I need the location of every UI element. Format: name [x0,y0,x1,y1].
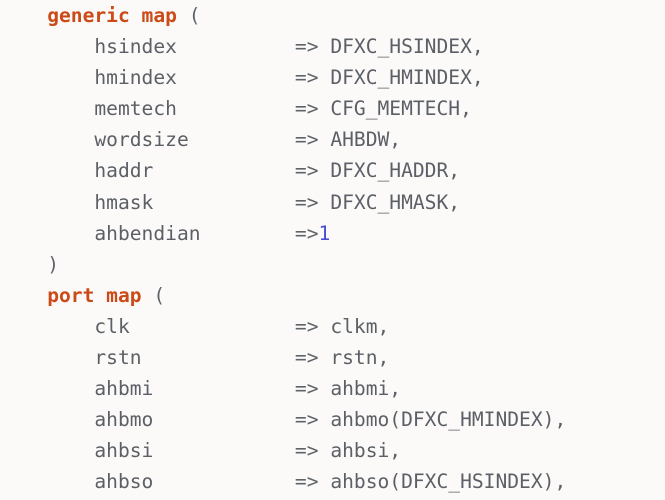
token-plain [153,159,295,182]
line-ahbmi[interactable]: ahbmi => ahbmi, [0,373,665,404]
token-ident: wordsize [94,128,189,152]
token-plain [0,191,94,214]
line-close-paren[interactable]: ) [0,249,665,280]
token-ident: rstn [94,346,142,370]
line-rstn[interactable]: rstn => rstn, [0,342,665,373]
token-value: AHBDW, [330,128,402,152]
token-plain [0,253,47,276]
token-plain [153,470,295,493]
line-hsindex[interactable]: hsindex => DFXC_HSINDEX, [0,31,665,62]
token-ident: ahbmo [94,408,154,432]
line-ahbendian[interactable]: ahbendian =>1 [0,218,665,249]
token-arrow: => [294,346,331,370]
token-arrow: => [294,377,331,401]
line-memtech[interactable]: memtech => CFG_MEMTECH, [0,93,665,124]
token-ident: ahbmi [94,377,154,401]
token-punct: ) [47,252,59,276]
token-plain [0,128,94,151]
token-plain [0,315,94,338]
token-ident: haddr [94,159,154,183]
token-arrow: => [294,439,331,463]
token-punct: ( [141,283,166,307]
token-plain [0,439,94,462]
token-value: DFXC_HMINDEX, [330,66,484,90]
token-ident: clk [94,314,130,338]
token-plain [0,35,94,58]
token-value: DFXC_HADDR, [330,159,461,183]
token-plain [0,66,94,89]
token-keyword: port map [47,283,142,307]
token-ident: hsindex [94,35,177,59]
token-keyword: generic map [47,4,177,27]
token-punct: ( [176,4,201,27]
token-value: DFXC_HSINDEX, [330,35,484,59]
token-plain [0,4,47,27]
line-wordsize[interactable]: wordsize => AHBDW, [0,124,665,155]
token-value: CFG_MEMTECH, [330,97,472,121]
token-arrow: => [294,470,331,494]
token-plain [0,284,47,307]
token-plain [0,97,94,120]
token-number: 1 [318,221,331,245]
line-hmask[interactable]: hmask => DFXC_HMASK, [0,187,665,218]
line-ahbsi[interactable]: ahbsi => ahbsi, [0,435,665,466]
token-plain [0,377,94,400]
token-plain [0,222,94,245]
token-plain [177,35,295,58]
token-value: ahbso(DFXC_HSINDEX), [330,470,567,494]
token-value: rstn, [330,346,390,370]
token-value: clkm, [330,314,390,338]
line-hmindex[interactable]: hmindex => DFXC_HMINDEX, [0,62,665,93]
token-plain [153,191,295,214]
token-value: ahbmo(DFXC_HMINDEX), [330,408,567,432]
token-value: ahbsi, [330,439,402,463]
token-arrow: => [294,190,331,214]
token-plain [142,346,295,369]
line-haddr[interactable]: haddr => DFXC_HADDR, [0,155,665,186]
token-arrow: => [294,408,331,432]
token-plain [177,66,295,89]
token-arrow: => [294,221,319,245]
token-plain [177,97,295,120]
token-plain [0,408,94,431]
token-arrow: => [294,159,331,183]
line-port-map[interactable]: port map ( [0,280,665,311]
line-generic-map[interactable]: generic map ( [0,0,665,31]
token-plain [189,128,295,151]
token-arrow: => [294,66,331,90]
token-plain [153,408,295,431]
token-plain [130,315,295,338]
token-ident: ahbso [94,470,154,494]
token-arrow: => [294,97,331,121]
token-ident: hmindex [94,66,177,90]
token-arrow: => [294,35,331,59]
token-value: DFXC_HMASK, [330,190,461,214]
token-ident: ahbendian [94,221,201,245]
token-ident: hmask [94,190,154,214]
token-ident: ahbsi [94,439,154,463]
token-value: ahbmi, [330,377,402,401]
token-plain [201,222,295,245]
line-ahbso[interactable]: ahbso => ahbso(DFXC_HSINDEX), [0,466,665,497]
line-clk[interactable]: clk => clkm, [0,311,665,342]
token-plain [153,439,295,462]
token-plain [0,159,94,182]
token-arrow: => [294,128,331,152]
token-ident: memtech [94,97,177,121]
token-arrow: => [294,314,331,338]
token-plain [0,346,94,369]
token-plain [0,470,94,493]
line-ahbmo[interactable]: ahbmo => ahbmo(DFXC_HMINDEX), [0,404,665,435]
token-plain [153,377,295,400]
